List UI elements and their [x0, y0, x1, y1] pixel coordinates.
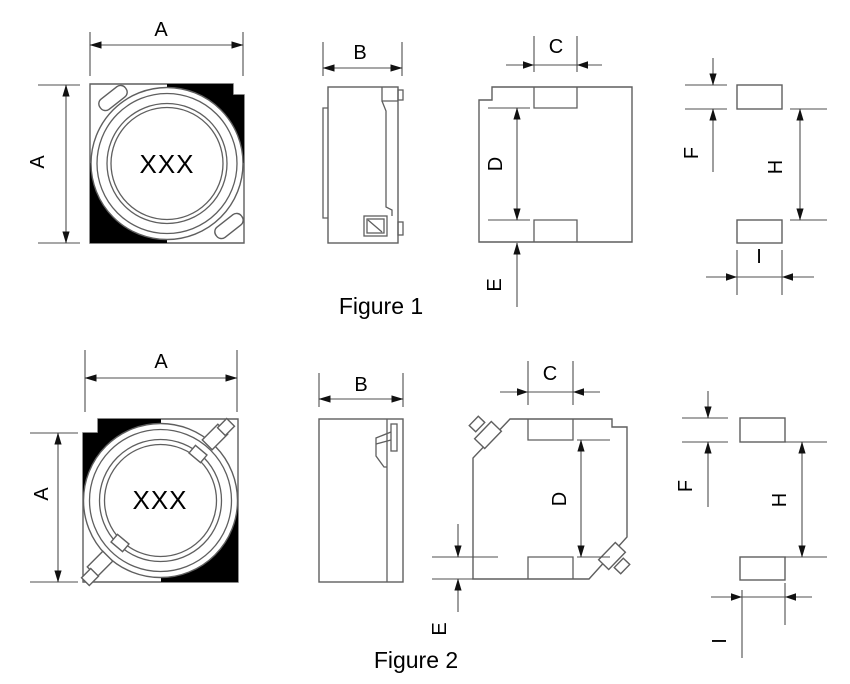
- fig2-dim-land-span: H: [769, 441, 827, 558]
- fig1-coil-outer-circle: [90, 86, 244, 241]
- fig2-thickness-label: B: [354, 374, 367, 396]
- figure2-caption: Figure 2: [374, 647, 458, 673]
- fig1-dim-pad-width: C: [506, 36, 602, 72]
- fig2-rim-notch-bottom: [110, 533, 130, 553]
- fig1-land-span-label: H: [765, 160, 787, 174]
- fig2-marking: XXX: [132, 485, 187, 515]
- fig1-top-view: XXX: [89, 83, 245, 244]
- fig1-coil-circle-3: [106, 102, 228, 225]
- fig1-tab-lower-right: [214, 212, 244, 240]
- fig1-side-flange: [322, 107, 328, 219]
- fig2-land-pad-bottom: [739, 556, 786, 581]
- fig1-side-view: [322, 86, 404, 244]
- fig1-dim-pad-span: D: [485, 107, 530, 221]
- fig2-dim-pad-inset: E: [429, 524, 498, 636]
- fig1-dim-width: A: [89, 19, 244, 76]
- fig2-dim-thickness: B: [318, 373, 404, 407]
- fig2-side-terminal-bar: [390, 423, 398, 452]
- fig1-pad-width-label: C: [549, 36, 563, 58]
- fig1-land-pad-top: [736, 84, 783, 110]
- fig2-terminal-topright-outer: [216, 417, 236, 437]
- fig1-height-label: A: [27, 155, 49, 169]
- fig1-dim-thickness: B: [322, 42, 403, 76]
- fig2-land-pad-width-label: I: [709, 638, 731, 644]
- fig2-rim-notch-top: [188, 444, 208, 464]
- fig2-side-terminal-fold: [375, 431, 392, 468]
- fig2-land-span-label: H: [769, 493, 791, 507]
- fig1-side-top-tab: [397, 89, 404, 101]
- fig1-bottom-pad-top: [533, 87, 578, 109]
- figure1-caption: Figure 1: [339, 293, 423, 319]
- fig1-side-terminal-outer: [363, 215, 388, 237]
- fig1-width-label: A: [154, 19, 168, 41]
- fig2-dim-height: A: [30, 432, 78, 583]
- fig1-marking: XXX: [139, 149, 194, 179]
- fig2-dim-width: A: [84, 350, 238, 412]
- fig1-side-bottom-tab: [397, 221, 404, 236]
- fig2-pad-width-label: C: [543, 363, 557, 385]
- fig1-land-pad-bottom: [736, 219, 783, 244]
- fig2-coil-circle-2: [88, 428, 233, 573]
- fig2-top-view: XXX: [80, 417, 239, 587]
- fig1-side-terminal-inner: [366, 218, 385, 234]
- fig2-bottom-pad-top: [527, 419, 574, 441]
- fig2-pad-span-label: D: [549, 492, 571, 506]
- fig1-dim-height: A: [27, 84, 80, 244]
- fig2-bottom-terminal-bottomright-inner: [597, 541, 627, 571]
- fig1-pad-inset-label: E: [484, 278, 506, 291]
- fig2-dim-pad-width: C: [500, 361, 600, 405]
- fig1-land-pad-width-label: I: [756, 246, 762, 268]
- fig1-thickness-label: B: [353, 42, 366, 64]
- fig2-bottom-view: [468, 415, 631, 580]
- fig2-bottom-body: [472, 418, 628, 580]
- fig2-bottom-terminal-bottomright-outer: [613, 557, 631, 575]
- fig2-dim-pad-span: D: [549, 439, 610, 558]
- fig1-dim-land-pad-height: F: [681, 58, 727, 172]
- fig2-land-pattern: [739, 417, 786, 581]
- fig2-coil-circle-3: [98, 438, 223, 563]
- figure2-group: XXX A A B: [30, 350, 827, 673]
- fig2-bottom-terminal-topleft-inner: [473, 420, 503, 450]
- fig1-dim-land-pad-width: I: [706, 246, 814, 295]
- fig2-dim-land-pad-width: I: [709, 583, 812, 658]
- fig1-side-terminal-diagonal: [367, 219, 383, 233]
- fig2-terminal-bottomleft-outer: [80, 567, 100, 587]
- fig2-dim-land-pad-height: F: [675, 391, 728, 507]
- fig1-dim-land-span: H: [765, 108, 827, 221]
- fig1-dim-pad-inset: E: [484, 242, 521, 307]
- fig2-coil-circle-4: [103, 443, 218, 558]
- fig2-side-terminal-crease: [375, 439, 392, 445]
- fig2-pad-inset-label: E: [429, 622, 451, 635]
- figure1-group: XXX A A B: [27, 19, 827, 319]
- fig1-land-pad-height-label: F: [681, 147, 703, 159]
- fig1-bottom-pad-bottom: [533, 219, 578, 242]
- fig2-bottom-pad-bottom: [527, 556, 574, 579]
- fig1-tab-upper-left: [98, 84, 128, 112]
- fig2-land-pad-top: [739, 417, 786, 443]
- fig1-land-pattern: [736, 84, 783, 244]
- fig1-side-inner-line: [381, 100, 393, 216]
- fig1-coil-circle-2: [96, 92, 238, 235]
- fig2-height-label: A: [31, 487, 53, 501]
- fig1-pad-span-label: D: [485, 157, 507, 171]
- fig2-side-view: [318, 418, 404, 583]
- fig2-width-label: A: [154, 351, 168, 373]
- fig2-side-body: [318, 418, 404, 583]
- fig1-coil-circle-4: [110, 106, 224, 221]
- fig2-land-pad-height-label: F: [675, 480, 697, 492]
- fig2-bottom-terminal-topleft-outer: [468, 415, 486, 433]
